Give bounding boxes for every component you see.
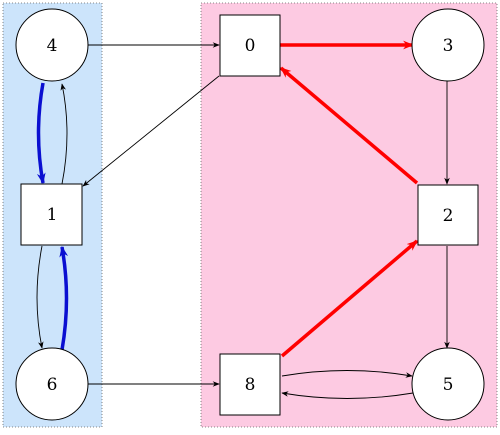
node-label: 3 [443, 36, 454, 56]
edge-8-to-2 [280, 239, 419, 358]
node-label: 0 [245, 36, 256, 56]
node-label: 2 [443, 206, 454, 226]
node-0[interactable]: 0 [219, 14, 281, 77]
edges-layer [36, 40, 450, 399]
node-1[interactable]: 1 [20, 183, 83, 246]
node-6[interactable]: 6 [15, 347, 89, 421]
node-label: 6 [47, 375, 58, 395]
edge-6-to-1 [59, 245, 69, 351]
edge-8-to-5 [281, 370, 413, 378]
edge-1-to-4 [60, 83, 68, 185]
edge-4-to-1 [36, 82, 46, 185]
node-label: 5 [443, 375, 454, 395]
edge-5-to-8 [281, 391, 414, 399]
node-label: 8 [245, 375, 256, 395]
node-8[interactable]: 8 [219, 353, 281, 416]
edge-0-to-1 [82, 75, 220, 187]
node-3[interactable]: 3 [411, 8, 485, 82]
node-5[interactable]: 5 [411, 347, 485, 421]
node-label: 1 [47, 205, 58, 225]
edge-1-to-6 [36, 245, 44, 349]
nodes-layer: 4 0 3 1 2 6 8 [15, 8, 485, 421]
node-4[interactable]: 4 [15, 8, 89, 82]
node-2[interactable]: 2 [417, 184, 479, 246]
node-label: 4 [47, 36, 58, 56]
edge-2-to-0 [279, 66, 419, 185]
